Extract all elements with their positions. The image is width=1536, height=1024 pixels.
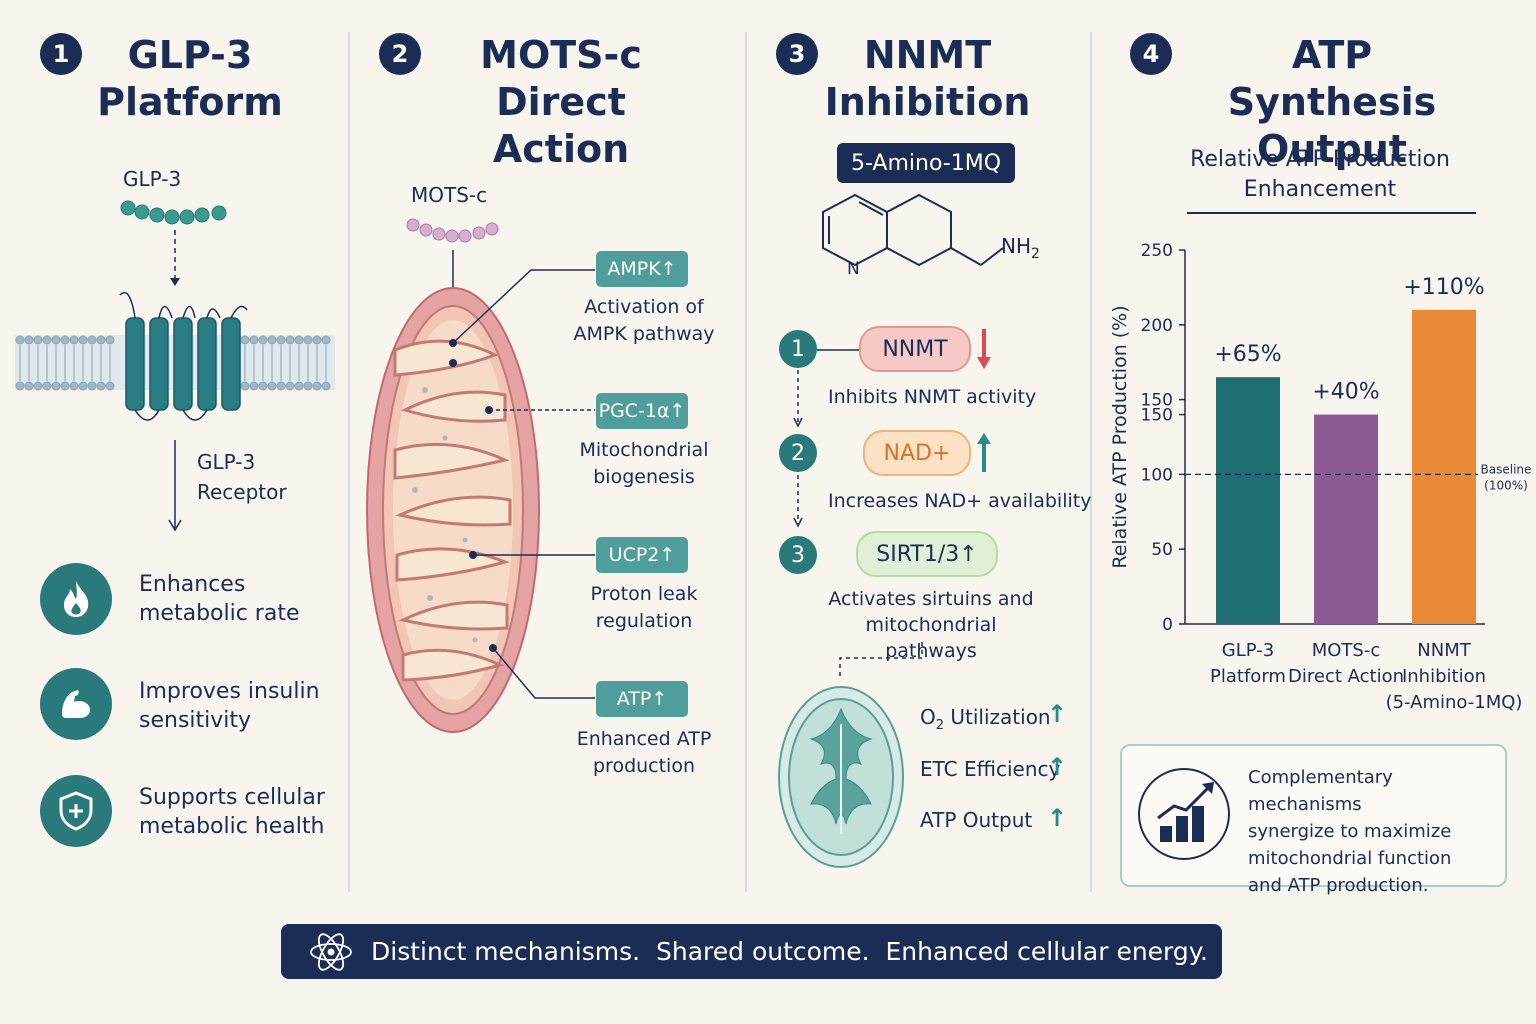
step-1-desc: Inhibits NNMT activity <box>828 386 1037 408</box>
bar <box>1314 414 1378 624</box>
col1-title: GLP-3 Platform <box>97 33 283 124</box>
y-tick-label: 200 <box>1141 316 1173 336</box>
y-tick-label: 0 <box>1162 615 1173 635</box>
glp3-receptor-label: GLP-3 Receptor <box>197 450 287 504</box>
summary-text: Complementary mechanisms synergize to ma… <box>1248 767 1452 896</box>
down-arrow-icon <box>977 329 991 369</box>
category-label: (5-Amino-1MQ) <box>1386 692 1523 713</box>
pill-nad: NAD+ <box>863 430 971 476</box>
step-number-4: 4 <box>1130 33 1172 75</box>
receptor-helices <box>125 317 241 411</box>
flame-icon <box>40 563 112 635</box>
category-label: Direct Action <box>1288 666 1404 687</box>
metric-atp-output: ATP Output <box>920 808 1033 832</box>
glp3-peptide-label: GLP-3 <box>123 167 182 191</box>
step-2-desc: Increases NAD+ availability <box>828 490 1092 512</box>
category-label: Platform <box>1210 666 1286 687</box>
data-label: +65% <box>1214 342 1281 367</box>
category-label: NNMT <box>1417 640 1471 661</box>
data-label: +40% <box>1312 380 1379 405</box>
mitochondrion-illustration <box>366 218 595 733</box>
step-number-1: 1 <box>40 33 82 75</box>
structure-n-label: N <box>847 259 860 279</box>
motsc-peptide-label: MOTS-c <box>411 183 488 207</box>
lipid-bilayer <box>15 335 331 391</box>
summary-box: Complementary mechanisms synergize to ma… <box>1120 744 1507 896</box>
y-axis-label: Relative ATP Production (%) <box>1109 305 1131 568</box>
shield-icon <box>40 775 112 847</box>
banner-text: Distinct mechanisms. Shared outcome. Enh… <box>371 937 1208 966</box>
pill-sirt: SIRT1/3↑ <box>856 531 998 577</box>
category-label: Inhibition <box>1402 666 1486 687</box>
chart-title-underline <box>1187 212 1476 214</box>
atom-icon <box>310 932 352 971</box>
metric-etc-efficiency: ETC Efficiency <box>920 757 1061 781</box>
chemical-structure <box>822 193 1004 267</box>
metric-o2-utilization: O2 Utilization <box>920 705 1051 733</box>
baseline-label: Baseline <box>1481 462 1532 476</box>
tag-pgc1a: PGC-1α↑ <box>596 393 688 429</box>
divider-2 <box>745 32 747 892</box>
nnmt-step-1-number: 1 <box>779 330 817 368</box>
step-connectors <box>793 349 923 678</box>
category-label: GLP-3 <box>1222 640 1274 661</box>
col3-title: NNMT Inhibition <box>824 33 1031 124</box>
mitochondrion-cross-section <box>778 686 904 868</box>
compound-label: 5-Amino-1MQ <box>837 143 1015 183</box>
up-arrow-icon: ↑ <box>1047 753 1068 781</box>
divider-1 <box>348 32 350 892</box>
up-arrow-icon: ↑ <box>1047 804 1068 832</box>
y-tick-label: 50 <box>1151 540 1173 560</box>
step-number-2: 2 <box>379 33 421 75</box>
data-label: +110% <box>1403 275 1484 300</box>
growth-chart-icon <box>1138 768 1230 860</box>
bar <box>1216 377 1280 624</box>
y-tick-label: 150 <box>1141 391 1173 411</box>
col4-title: ATP Synthesis Output <box>1227 33 1437 171</box>
divider-3 <box>1090 32 1092 892</box>
motsc-peptide-chain <box>406 218 499 243</box>
bar <box>1412 309 1476 624</box>
nnmt-step-2-number: 2 <box>779 434 817 472</box>
y-tick-label: 150 <box>1141 406 1173 426</box>
tag-ucp2: UCP2↑ <box>596 537 688 573</box>
step-number-3: 3 <box>776 33 818 75</box>
nnmt-step-3-number: 3 <box>779 536 817 574</box>
baseline-value-label: (100%) <box>1484 478 1528 492</box>
pill-nnmt: NNMT <box>859 326 971 372</box>
glp3-membrane-illustration <box>15 200 335 532</box>
up-arrow-icon <box>977 433 991 472</box>
up-arrow-icon: ↑ <box>1047 700 1068 728</box>
glp3-peptide-chain <box>120 200 227 225</box>
muscle-icon <box>40 668 112 740</box>
structure-nh2-label: NH2 <box>1001 234 1040 262</box>
bottom-banner: Distinct mechanisms. Shared outcome. Enh… <box>281 924 1222 979</box>
tag-atp: ATP↑ <box>596 681 688 717</box>
y-tick-label: 100 <box>1141 465 1173 485</box>
category-label: MOTS-c <box>1312 640 1381 661</box>
col2-title: MOTS-c Direct Action <box>480 33 642 171</box>
y-tick-label: 250 <box>1141 241 1173 261</box>
tag-ampk: AMPK↑ <box>596 251 688 287</box>
